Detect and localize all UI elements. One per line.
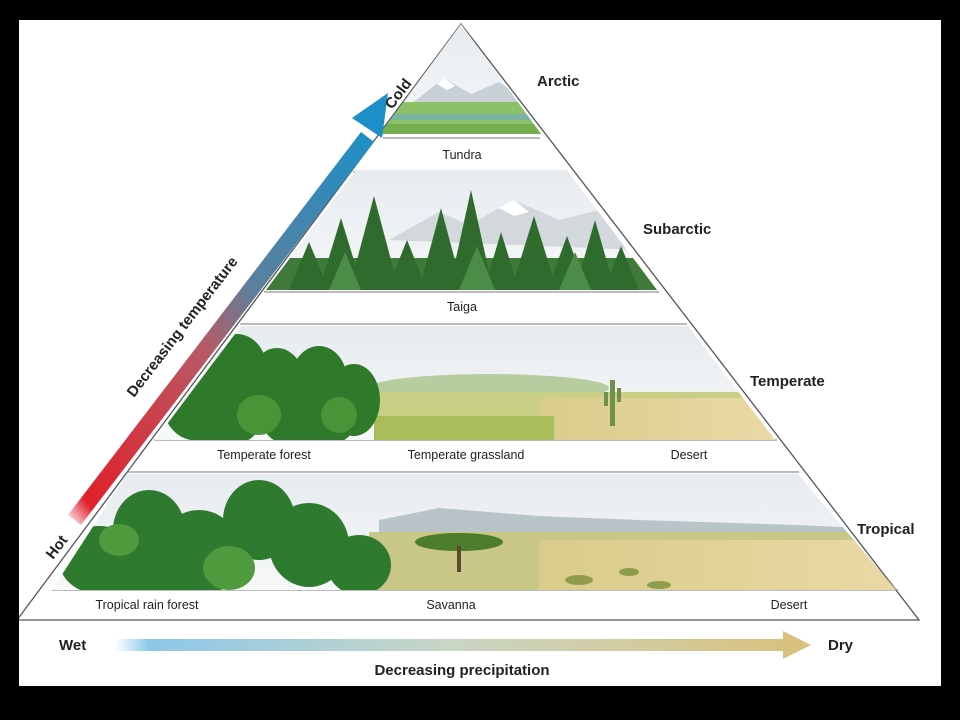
level-label-tropical: Tropical (857, 521, 915, 538)
biome-label-savanna: Savanna (426, 598, 475, 612)
acacia-tree-icon (415, 533, 503, 572)
temperature-arrow (68, 93, 388, 525)
level-label-subarctic: Subarctic (643, 221, 711, 238)
precipitation-low-label: Wet (59, 637, 86, 654)
biome-label-taiga: Taiga (447, 300, 477, 314)
biome-pyramid-diagram: Arctic Subarctic Temperate Tropical Tund… (19, 22, 921, 679)
precipitation-arrow (115, 631, 811, 659)
taiga-illustration (266, 170, 657, 290)
biome-label-tropical-rain-forest: Tropical rain forest (95, 598, 199, 612)
biome-label-temperate-grassland: Temperate grassland (408, 448, 525, 462)
precipitation-high-label: Dry (828, 637, 854, 654)
biome-label-tundra: Tundra (442, 148, 481, 162)
cactus-icon (604, 380, 621, 426)
biome-label-tropical-desert: Desert (771, 598, 808, 612)
level-label-temperate: Temperate (750, 373, 825, 390)
diagram-canvas: Arctic Subarctic Temperate Tropical Tund… (19, 20, 941, 686)
level-label-arctic: Arctic (537, 73, 580, 90)
tropical-illustration (52, 474, 896, 590)
biome-label-temperate-desert: Desert (671, 448, 708, 462)
biome-label-temperate-forest: Temperate forest (217, 448, 311, 462)
temperate-illustration (155, 326, 775, 440)
precipitation-axis-title: Decreasing precipitation (374, 662, 549, 679)
